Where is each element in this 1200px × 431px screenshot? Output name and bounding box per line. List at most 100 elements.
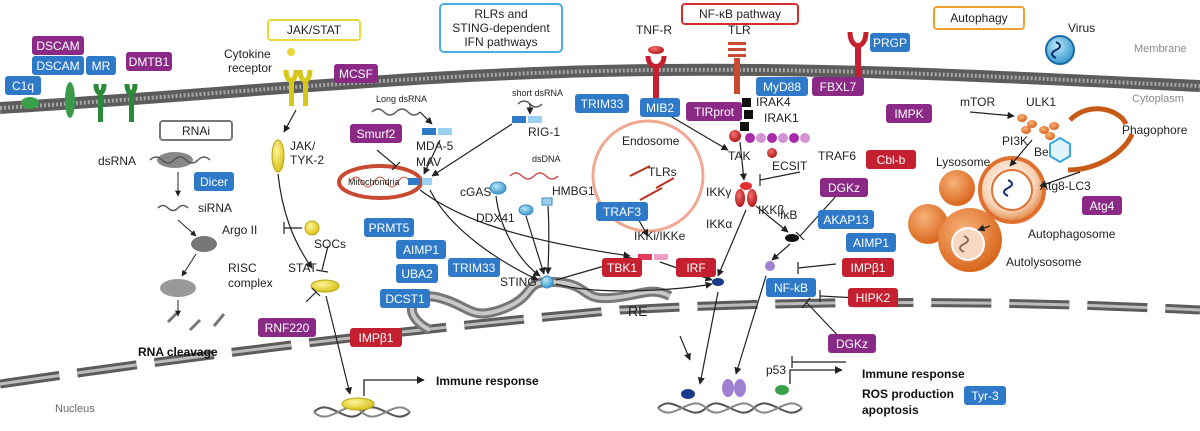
regulator-myd88: MyD88 xyxy=(756,77,808,96)
header-rlr-sting: RLRs and STING-dependent IFN pathways xyxy=(439,3,563,53)
nfkb-dimer-right xyxy=(734,379,746,397)
regulator-dcst1: DCST1 xyxy=(380,289,430,308)
traf6-chain xyxy=(745,133,810,143)
ros-production-label: ROS production xyxy=(862,387,954,401)
regulator-label: TRIM33 xyxy=(581,97,624,111)
long-dsrna-strand xyxy=(371,108,421,116)
regulator-label: IMPβ1 xyxy=(851,261,886,275)
p53-on-dna xyxy=(775,385,789,395)
endosome-label: Endosome xyxy=(622,134,680,148)
mitochondria xyxy=(337,164,423,200)
regulator-label: IRF xyxy=(686,261,705,275)
cytokine-receptor-label: Cytokine xyxy=(224,47,271,61)
lysosome xyxy=(939,170,975,206)
virus-particle xyxy=(1045,35,1075,65)
regulator-impb1-right: IMPβ1 xyxy=(842,258,894,277)
regulator-tirprot: TIRprot xyxy=(686,102,742,121)
immune-response-left: Immune response xyxy=(436,374,539,388)
dna-helix-right xyxy=(657,402,803,414)
tlr-receptor xyxy=(728,42,746,94)
mtor-label: mTOR xyxy=(960,95,995,109)
mda5-label: MDA-5 xyxy=(416,139,454,153)
irak4-label: IRAK4 xyxy=(756,95,791,109)
apoptosis-label: apoptosis xyxy=(862,403,919,417)
c1q-ligand xyxy=(21,97,39,109)
cytokine-receptor xyxy=(283,69,313,106)
header-jak-stat: JAK/STAT xyxy=(267,19,361,41)
atg8-label: Atg8-LC3 xyxy=(1040,179,1091,193)
regulator-label: TRIM33 xyxy=(453,261,496,275)
regulator-label: PRGP xyxy=(873,36,907,50)
regulator-label: AIMP1 xyxy=(853,236,889,250)
prgp-receptor xyxy=(847,31,869,86)
rig1-protein xyxy=(512,116,526,123)
regulator-c1q: C1q xyxy=(5,76,41,95)
regulator-label: PRMT5 xyxy=(369,221,410,235)
tyk2-label: TYK-2 xyxy=(290,153,324,167)
dsdna-strand xyxy=(509,172,559,180)
jak-protein xyxy=(271,139,285,173)
regulator-label: RNF220 xyxy=(265,321,310,335)
regulator-label: DSCAM xyxy=(36,39,79,53)
regulator-label: Tyr-3 xyxy=(971,389,999,403)
ddx41-protein xyxy=(518,204,534,216)
regulator-label: DMTB1 xyxy=(129,55,170,69)
regulator-mr: MR xyxy=(86,56,116,75)
regulator-dmtb1: DMTB1 xyxy=(126,52,172,71)
regulator-rnf220: RNF220 xyxy=(258,318,316,337)
re-label: RE xyxy=(628,303,647,319)
immune-response-right: Immune response xyxy=(862,367,965,381)
regulator-label: AKAP13 xyxy=(823,213,869,227)
regulator-label: MCSF xyxy=(339,67,373,81)
svg-text:RNAi: RNAi xyxy=(182,124,210,138)
regulator-prgp: PRGP xyxy=(870,33,910,52)
ikka-label: IKKα xyxy=(706,217,732,231)
regulator-tbk1: TBK1 xyxy=(602,258,642,277)
mr-receptor xyxy=(93,83,107,122)
stat-protein xyxy=(310,279,340,293)
regulator-dgkz-bottom: DGKz xyxy=(828,334,876,353)
ikki-label: IKKi/IKKe xyxy=(634,229,686,243)
regulator-label: TBK1 xyxy=(607,261,637,275)
beclin-complex xyxy=(1039,122,1059,140)
regulator-label: IMPK xyxy=(894,107,923,121)
regulator-fbxl7: FBXL7 xyxy=(812,77,864,96)
rna-cleavage-label: RNA cleavage xyxy=(138,345,218,359)
autolysosome-label: Autolysosome xyxy=(1006,255,1082,269)
regulator-label: DGKz xyxy=(828,181,860,195)
virus-in-phagophore xyxy=(1049,136,1071,164)
regulator-label: DSCAM xyxy=(36,59,79,73)
regulator-label: Cbl-b xyxy=(877,153,906,167)
stat-label: STAT xyxy=(288,261,318,275)
regulator-irf: IRF xyxy=(676,258,716,277)
regulator-traf3: TRAF3 xyxy=(596,202,648,221)
socs-label: SOCs xyxy=(314,237,346,251)
regulator-dicer: Dicer xyxy=(194,172,234,191)
tlrs-label: TLRs xyxy=(648,165,677,179)
regulator-nfkb: NF-kB xyxy=(766,278,816,297)
ddx41-label: DDX41 xyxy=(476,211,515,225)
ecsit-protein xyxy=(767,148,777,158)
regulator-label: C1q xyxy=(12,79,34,93)
tbk1-protein xyxy=(638,254,652,260)
svg-text:RLRs and: RLRs and xyxy=(474,7,527,21)
sirna-label: siRNA xyxy=(198,201,232,215)
regulator-mcsf: MCSF xyxy=(334,64,378,83)
hmbg1-label: HMBG1 xyxy=(552,184,595,198)
regulator-label: HIPK2 xyxy=(856,291,891,305)
rig1-label: RIG-1 xyxy=(528,125,560,139)
endoplasmic-reticulum xyxy=(406,276,673,335)
ikkg-label: IKKγ xyxy=(706,185,731,199)
traf6-label: TRAF6 xyxy=(818,149,856,163)
cytoplasm-label: Cytoplasm xyxy=(1132,93,1184,105)
regulator-cblb: Cbl-b xyxy=(866,150,916,169)
tak-label: TAK xyxy=(728,149,750,163)
regulator-label: IMPβ1 xyxy=(359,331,394,345)
regulator-tyr3: Tyr-3 xyxy=(964,386,1006,405)
autophagosome-label: Autophagosome xyxy=(1028,227,1116,241)
lysosome-label: Lysosome xyxy=(936,155,991,169)
nfkb-dimer-left xyxy=(722,379,734,397)
irak1-label: IRAK1 xyxy=(764,111,799,125)
